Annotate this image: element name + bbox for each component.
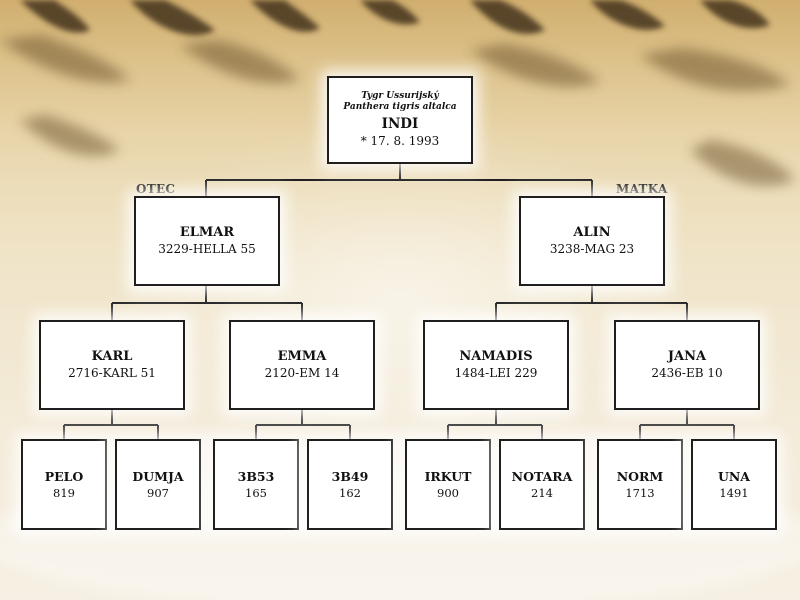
grandparent-name: EMMA (277, 349, 327, 364)
great-grandparent-node-irkut: IRKUT 900 (405, 439, 491, 530)
species-common-name: Tygr Ussurijský (361, 91, 439, 101)
grandparent-registration: 2436-EB 10 (651, 366, 723, 380)
great-grandparent-name: PELO (44, 468, 84, 484)
great-grandparent-registration: 162 (339, 485, 361, 500)
parent-node-alin: ALIN 3238-MAG 23 (519, 196, 665, 286)
grandparent-registration: 2120-EM 14 (264, 366, 340, 380)
parent-node-elmar: ELMAR 3229-HELLA 55 (134, 196, 280, 286)
great-grandparent-node-una: UNA 1491 (691, 439, 777, 530)
grandparent-name: JANA (667, 349, 707, 364)
great-grandparent-node-pelo: PELO 819 (21, 439, 107, 530)
root-node-indi: Tygr Ussurijský Panthera tigris altalca … (327, 76, 473, 164)
great-grandparent-registration: 900 (437, 485, 459, 500)
grandparent-node-karl: KARL 2716-KARL 51 (39, 320, 185, 410)
grandparent-node-jana: JANA 2436-EB 10 (614, 320, 760, 410)
great-grandparent-name: NOTARA (511, 468, 573, 484)
grandparent-name: KARL (91, 349, 133, 364)
great-grandparent-node-3b49: 3B49 162 (307, 439, 393, 530)
parent-name: ELMAR (179, 225, 235, 240)
great-grandparent-node-3b53: 3B53 165 (213, 439, 299, 530)
grandparent-node-emma: EMMA 2120-EM 14 (229, 320, 375, 410)
great-grandparent-registration: 1713 (625, 485, 655, 500)
great-grandparent-node-norm: NORM 1713 (597, 439, 683, 530)
root-name: INDI (381, 116, 419, 132)
great-grandparent-name: UNA (717, 468, 751, 484)
great-grandparent-name: NORM (616, 468, 664, 484)
parent-registration: 3238-MAG 23 (549, 242, 635, 256)
great-grandparent-registration: 165 (245, 485, 267, 500)
parent-name: ALIN (573, 225, 611, 240)
great-grandparent-registration: 1491 (719, 485, 749, 500)
grandparent-name: NAMADIS (459, 349, 533, 364)
species-latin-name: Panthera tigris altalca (343, 102, 457, 112)
root-birth-date: * 17. 8. 1993 (360, 134, 440, 148)
parent-registration: 3229-HELLA 55 (158, 242, 256, 256)
great-grandparent-name: IRKUT (424, 468, 472, 484)
great-grandparent-registration: 214 (531, 485, 553, 500)
grandparent-node-namadis: NAMADIS 1484-LEI 229 (423, 320, 569, 410)
great-grandparent-registration: 907 (147, 485, 169, 500)
great-grandparent-node-dumja: DUMJA 907 (115, 439, 201, 530)
great-grandparent-name: DUMJA (132, 468, 184, 484)
mother-label: MATKA (616, 182, 668, 196)
great-grandparent-registration: 819 (53, 485, 75, 500)
father-label: OTEC (136, 182, 176, 196)
grandparent-registration: 1484-LEI 229 (454, 366, 538, 380)
great-grandparent-node-notara: NOTARA 214 (499, 439, 585, 530)
grandparent-registration: 2716-KARL 51 (68, 366, 156, 380)
great-grandparent-name: 3B53 (237, 468, 275, 484)
great-grandparent-name: 3B49 (331, 468, 369, 484)
